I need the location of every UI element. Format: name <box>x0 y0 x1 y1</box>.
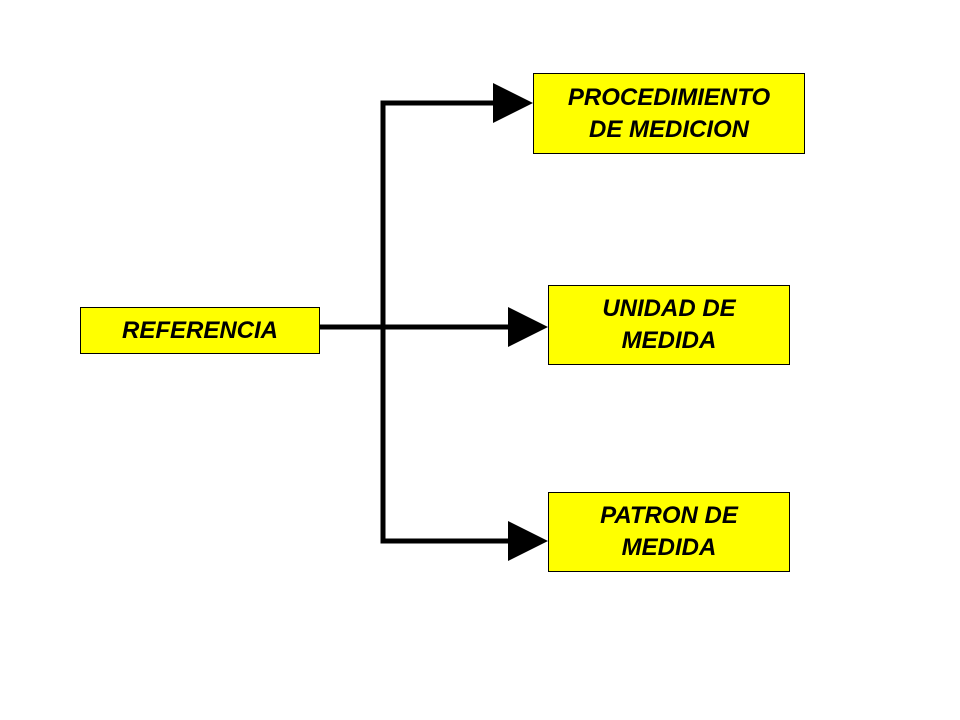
node-unidad-de-medida: UNIDAD DE MEDIDA <box>548 285 790 365</box>
node-patron-de-medida: PATRON DE MEDIDA <box>548 492 790 572</box>
node-referencia: REFERENCIA <box>80 307 320 354</box>
node-procedimiento-de-medicion: PROCEDIMIENTO DE MEDICION <box>533 73 805 154</box>
